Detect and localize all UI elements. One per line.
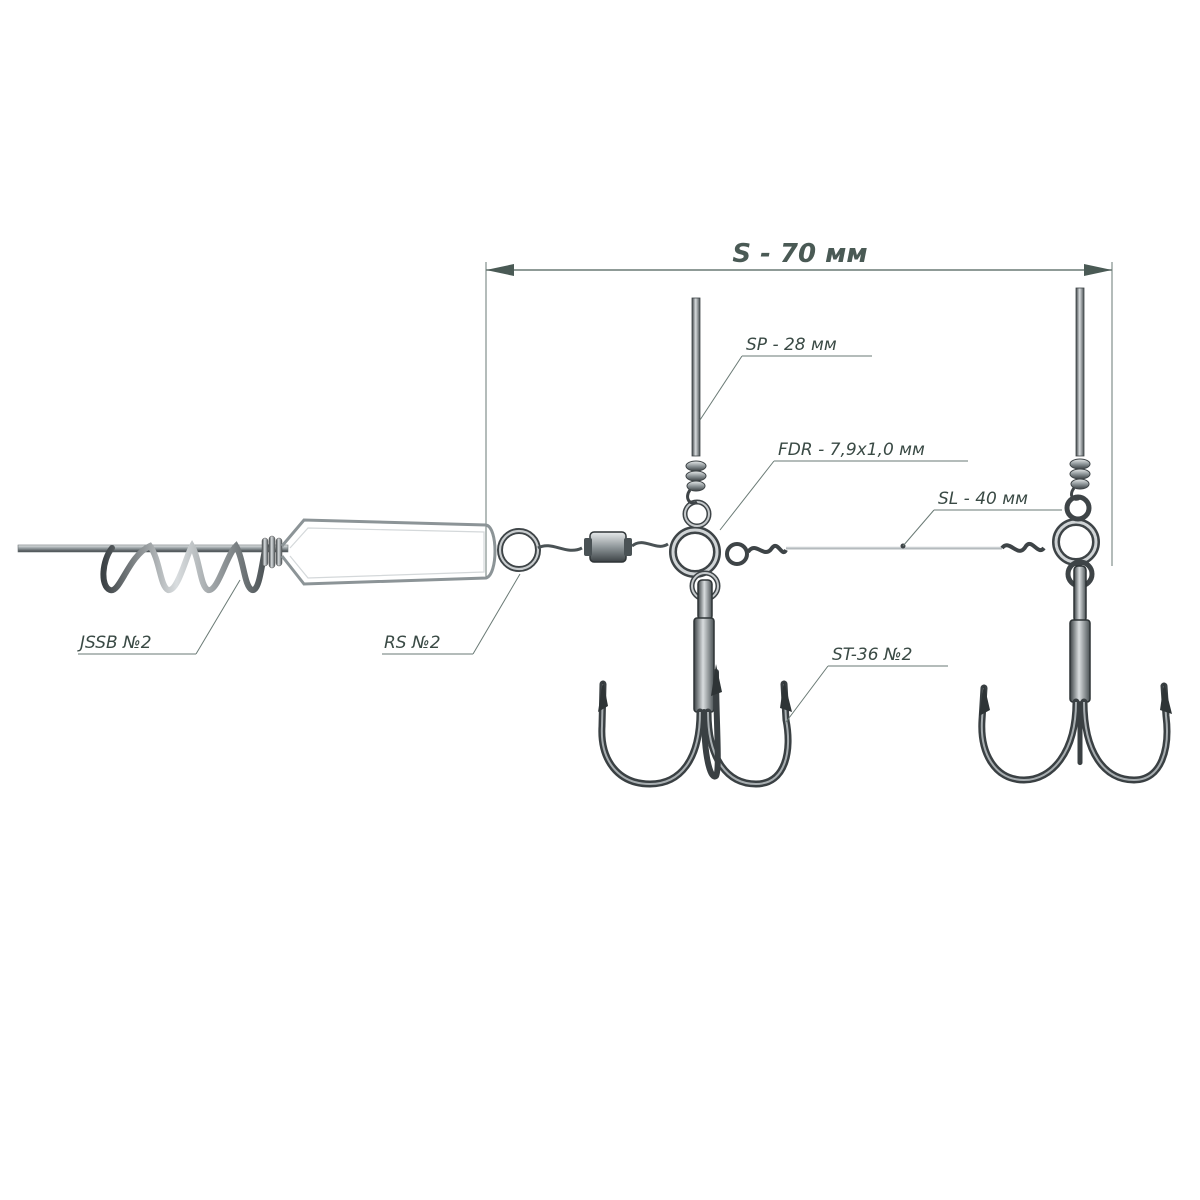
callout-rs: RS №2 — [382, 573, 521, 655]
hook-bend-middle — [701, 669, 721, 780]
label-st: ST-36 №2 — [832, 645, 912, 665]
callout-sp: SP - 28 мм — [699, 335, 872, 421]
corkscrew-pin — [17, 518, 497, 594]
label-rs: RS №2 — [384, 633, 441, 653]
hook-bend-left — [598, 680, 704, 788]
dimension-arrow-right-icon — [1084, 264, 1112, 276]
dimension-arrow-left-icon — [486, 264, 514, 276]
split-ring-rs — [497, 528, 541, 572]
treble-hook-front — [598, 579, 792, 788]
hook-point-left-icon — [598, 680, 608, 712]
corkscrew-spiral — [100, 540, 269, 594]
stinger-leader-sl — [746, 542, 1046, 554]
callout-st: ST-36 №2 — [785, 645, 948, 723]
swivel — [537, 531, 669, 563]
treble-hook-rear — [978, 565, 1172, 784]
hook-point-right-icon — [780, 680, 792, 712]
rear-hook-point-left-icon — [979, 684, 990, 716]
corkscrew-loop — [280, 518, 497, 586]
corkscrew-coils — [261, 535, 283, 569]
dimension-s: S - 70 мм — [485, 239, 1113, 578]
label-fdr: FDR - 7,9x1,0 мм — [778, 440, 925, 460]
stinger-pin-front — [685, 297, 707, 505]
callout-jssb: JSSB №2 — [77, 579, 241, 655]
callout-sl: SL - 40 мм — [900, 489, 1062, 549]
pin-twist-front — [685, 460, 707, 505]
label-sp: SP - 28 мм — [746, 335, 837, 355]
stinger-pin-rear — [1069, 287, 1091, 501]
label-sl: SL - 40 мм — [938, 489, 1028, 509]
swivel-barrel — [589, 531, 627, 563]
dimension-label: S - 70 мм — [732, 239, 867, 269]
rear-hook-point-right-icon — [1160, 682, 1172, 714]
callout-fdr: FDR - 7,9x1,0 мм — [719, 440, 968, 531]
label-jssb: JSSB №2 — [77, 633, 152, 653]
